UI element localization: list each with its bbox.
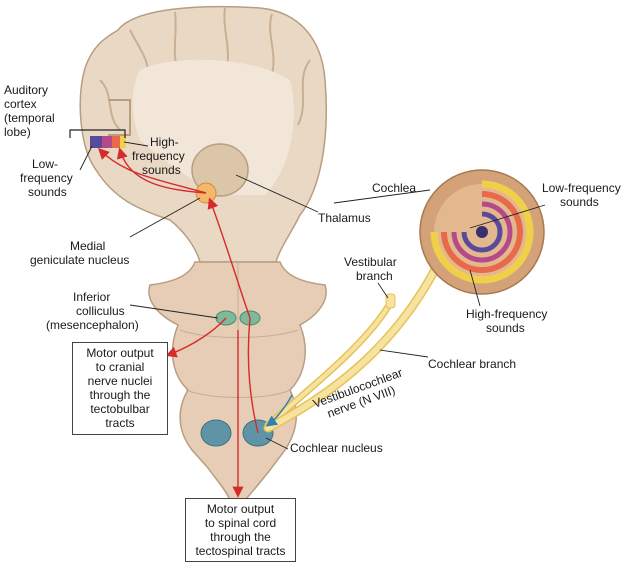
auditory-pathway xyxy=(98,147,259,498)
ear-structures xyxy=(263,169,545,433)
label-inferior-colliculus: Inferior colliculus (mesencephalon) xyxy=(46,290,139,332)
cortex-high-band xyxy=(120,136,126,148)
cortex-low-band xyxy=(90,136,102,148)
label-cochlear-branch: Cochlear branch xyxy=(428,357,516,371)
cochlear-nucleus-left xyxy=(200,419,232,447)
leader-lines xyxy=(79,141,546,450)
label-vestibular-branch: Vestibular branch xyxy=(344,255,400,283)
label-low-frequency-cortex: Low- frequency sounds xyxy=(20,157,76,199)
label-high-frequency-cortex: High- frequency sounds xyxy=(132,135,188,177)
label-medial-geniculate: Medial geniculate nucleus xyxy=(30,239,129,267)
tectospinal-output-box: Motor output to spinal cord through the … xyxy=(185,498,296,562)
label-low-frequency-cochlea: Low-frequency sounds xyxy=(542,181,624,209)
label-auditory-cortex: Auditory cortex (temporal lobe) xyxy=(4,83,58,139)
label-high-frequency-cochlea: High-frequency sounds xyxy=(466,307,551,335)
label-thalamus: Thalamus xyxy=(318,211,371,225)
brain-section xyxy=(69,5,328,263)
label-cochlea: Cochlea xyxy=(372,181,416,195)
label-cochlear-nucleus: Cochlear nucleus xyxy=(290,441,383,455)
tectobulbar-output-box: Motor output to cranial nerve nuclei thr… xyxy=(72,342,168,435)
